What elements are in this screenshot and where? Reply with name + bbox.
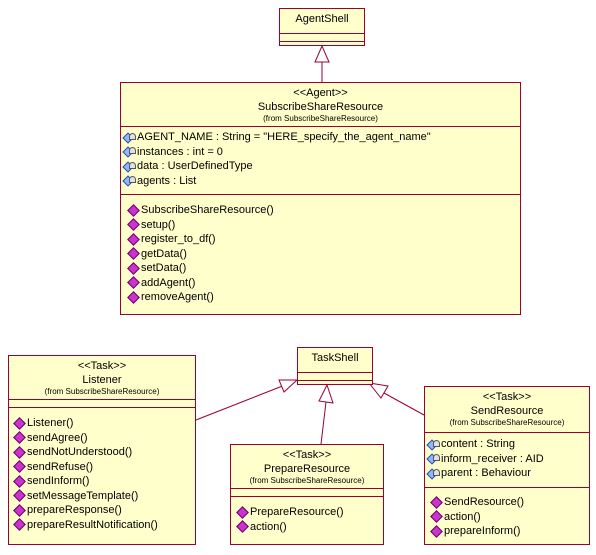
operations-compartment (280, 41, 364, 47)
operation-row[interactable]: register_to_df() (127, 232, 517, 247)
class-name: Listener (82, 374, 122, 386)
operation-row[interactable]: sendAgree() (13, 431, 192, 446)
generalization-arrowhead (314, 44, 330, 63)
operation-row[interactable]: action() (430, 510, 586, 525)
class-name: SendResource (470, 405, 544, 417)
attributes-compartment: AGENT_NAME : String = "HERE_specify_the_… (121, 126, 520, 194)
attribute-icon (428, 439, 440, 449)
operation-icon (13, 518, 26, 531)
stereotype-label: <<Task>> (282, 449, 332, 461)
generalization-arrowhead (367, 382, 389, 399)
attributes-compartment (280, 33, 364, 39)
class-task-shell[interactable]: TaskShell (297, 347, 373, 385)
operation-icon (13, 416, 26, 430)
operation-row[interactable]: setup() (127, 218, 517, 233)
class-subscribe-share-resource[interactable]: <<Agent>> SubscribeShareResource (from S… (120, 82, 521, 315)
attribute-icon (124, 176, 136, 185)
class-name: AgentShell (295, 13, 349, 25)
operation-row[interactable]: Listener() (13, 416, 192, 431)
class-listener[interactable]: <<Task>> Listener (from SubscribeShareRe… (8, 355, 196, 545)
operation-row[interactable]: sendInform() (13, 474, 192, 489)
operation-icon (127, 276, 140, 289)
stereotype-label: <<Task>> (482, 391, 532, 403)
operation-row[interactable]: setData() (127, 261, 517, 276)
operation-row[interactable]: prepareInform() (430, 524, 586, 539)
operation-icon (127, 203, 140, 217)
attribute-row[interactable]: agents : List (124, 174, 517, 189)
attribute-icon (124, 132, 136, 142)
stereotype-label: <<Task>> (77, 360, 127, 372)
attribute-icon (124, 161, 136, 171)
stereotype-label: <<Agent>> (293, 87, 348, 99)
operation-icon (13, 474, 26, 488)
attribute-row[interactable]: AGENT_NAME : String = "HERE_specify_the_… (124, 130, 517, 145)
operation-icon (430, 495, 443, 509)
class-agent-shell[interactable]: AgentShell (279, 8, 365, 46)
operation-row[interactable]: sendNotUnderstood() (13, 445, 192, 460)
operation-row[interactable]: SubscribeShareResource() (127, 203, 517, 218)
operation-icon (430, 524, 443, 538)
operation-icon (236, 505, 249, 519)
generalization-arrowhead (318, 383, 334, 404)
attribute-icon (124, 147, 136, 156)
operation-icon (430, 510, 443, 523)
attribute-row[interactable]: parent : Behaviour (428, 466, 586, 481)
attributes-compartment: content : String inform_receiver : AID p… (425, 432, 589, 487)
operation-row[interactable]: sendRefuse() (13, 460, 192, 475)
operations-compartment: SendResource() action() prepareInform() (425, 487, 589, 540)
operation-icon (127, 218, 140, 231)
operation-row[interactable]: action() (236, 520, 380, 535)
operation-icon (13, 431, 26, 444)
attribute-row[interactable]: instances : int = 0 (124, 145, 517, 160)
operation-icon (13, 489, 26, 502)
operation-row[interactable]: PrepareResource() (236, 505, 380, 520)
class-name: SubscribeShareResource (257, 101, 384, 113)
operation-icon (127, 290, 140, 304)
operations-compartment: Listener() sendAgree() sendNotUnderstood… (9, 407, 195, 533)
attribute-row[interactable]: content : String (428, 437, 586, 452)
operation-row[interactable]: setMessageTemplate() (13, 489, 192, 504)
class-send-resource[interactable]: <<Task>> SendResource (from SubscribeSha… (424, 386, 590, 545)
attributes-compartment (298, 372, 372, 378)
attribute-row[interactable]: inform_receiver : AID (428, 452, 586, 467)
operations-compartment: PrepareResource() action() (231, 496, 383, 535)
operation-row[interactable]: addAgent() (127, 276, 517, 291)
class-name: TaskShell (311, 352, 359, 364)
operation-icon (127, 247, 140, 260)
operation-icon (13, 503, 26, 517)
operations-compartment (298, 380, 372, 386)
operation-row[interactable]: SendResource() (430, 495, 586, 510)
package-label: (from SubscribeShareResource) (249, 476, 365, 485)
package-label: (from SubscribeShareResource) (263, 114, 378, 123)
package-label: (from SubscribeShareResource) (449, 418, 565, 427)
attribute-icon (428, 468, 440, 478)
generalization-arrowhead (278, 379, 299, 393)
operation-row[interactable]: getData() (127, 247, 517, 262)
package-label: (from SubscribeShareResource) (44, 387, 160, 396)
attribute-row[interactable]: data : UserDefinedType (124, 159, 517, 174)
attributes-compartment (9, 399, 195, 407)
operation-icon (127, 261, 140, 275)
operation-icon (236, 520, 249, 533)
operation-icon (127, 232, 140, 246)
operation-icon (13, 445, 26, 459)
operation-icon (13, 460, 26, 473)
operations-compartment: SubscribeShareResource() setup() registe… (121, 194, 520, 306)
class-prepare-resource[interactable]: <<Task>> PrepareResource (from Subscribe… (230, 444, 384, 545)
attribute-icon (428, 454, 440, 463)
operation-row[interactable]: removeAgent() (127, 290, 517, 305)
class-name: PrepareResource (263, 463, 351, 475)
operation-row[interactable]: prepareResponse() (13, 503, 192, 518)
operation-row[interactable]: prepareResultNotification() (13, 518, 192, 533)
attributes-compartment (231, 488, 383, 496)
